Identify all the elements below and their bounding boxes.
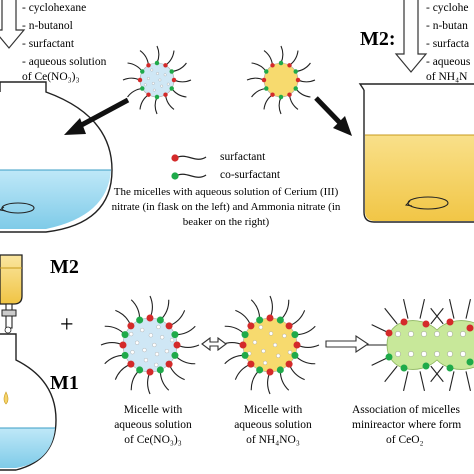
diagram-caption: The micelles with aqueous solution of Ce… <box>84 186 368 229</box>
caption-nh4-micelle: Micelle with aqueous solution of NH₄NO₃ <box>218 404 328 447</box>
caption-line: beaker on the right) <box>182 216 270 228</box>
reversible-arrow <box>201 336 227 352</box>
flask-m1-top <box>0 81 113 233</box>
caption-line: aqueous solution <box>114 419 192 431</box>
separatory-funnel-m2 <box>0 254 23 334</box>
m2-input-arrow <box>394 0 428 73</box>
m1-bottom-label: M1 <box>50 372 79 394</box>
reagent-item: of Ce(NO₃)₃ <box>22 71 80 83</box>
m1-input-arrow <box>0 0 26 49</box>
reagent-list-m1: - cyclohexane - n-butanol - surfactant -… <box>22 2 106 84</box>
m2-bottom-label: M2 <box>50 256 79 278</box>
caption-line: Micelle with <box>123 404 183 416</box>
micelle-ammonium-bottom <box>220 295 320 395</box>
caption-line: aqueous solution <box>234 419 312 431</box>
reagent-item: - surfacta <box>426 38 470 50</box>
micelle-cerium-bottom <box>100 295 200 395</box>
caption-line: The micelles with aqueous solution of Ce… <box>113 186 339 198</box>
m2-top-label: M2: <box>360 28 396 50</box>
reagent-item: - n-butanol <box>22 20 73 32</box>
legend-surfactant-label: surfactant <box>220 151 266 163</box>
micelle-association <box>367 299 474 391</box>
association-arrow <box>325 334 369 354</box>
caption-line: of Ce(NO₃)₃ <box>124 434 182 446</box>
reagent-item: - aqueous <box>426 56 471 68</box>
micelle-cerium-top <box>122 45 192 115</box>
legend-cosurfactant-label: co-surfactant <box>220 169 281 181</box>
arrow-to-beaker <box>314 96 352 136</box>
caption-line: of CeO₂ <box>386 434 424 446</box>
arrow-to-flask <box>64 97 130 135</box>
caption-line: minireactor where form <box>352 419 462 431</box>
plus-sign: + <box>60 312 74 338</box>
micelle-ammonium-top <box>246 45 316 115</box>
reagent-item: of NH₄N <box>426 71 468 83</box>
reagent-item: - surfactant <box>22 38 75 50</box>
caption-ce-micelle: Micelle with aqueous solution of Ce(NO₃)… <box>98 404 208 447</box>
reagent-list-m2: - cyclohe - n-butan - surfacta - aqueous… <box>426 2 470 84</box>
reagent-item: - n-butan <box>426 20 468 32</box>
caption-line: Association of micelles <box>352 404 460 416</box>
legend-cosurfactant-swatch <box>171 172 207 180</box>
caption-line: nitrate (in flask on the left) and Ammon… <box>111 201 341 213</box>
reagent-item: - cyclohe <box>426 2 469 14</box>
reagent-item: - aqueous solution <box>22 56 107 68</box>
caption-line: of NH₄NO₃ <box>246 434 300 446</box>
flask-m1-bottom <box>0 333 57 471</box>
caption-line: Micelle with <box>243 404 303 416</box>
legend-surfactant-swatch <box>171 154 207 162</box>
caption-association: Association of micelles minireactor wher… <box>352 404 461 447</box>
beaker-m2-top <box>358 83 474 223</box>
reagent-item: - cyclohexane <box>22 2 87 14</box>
